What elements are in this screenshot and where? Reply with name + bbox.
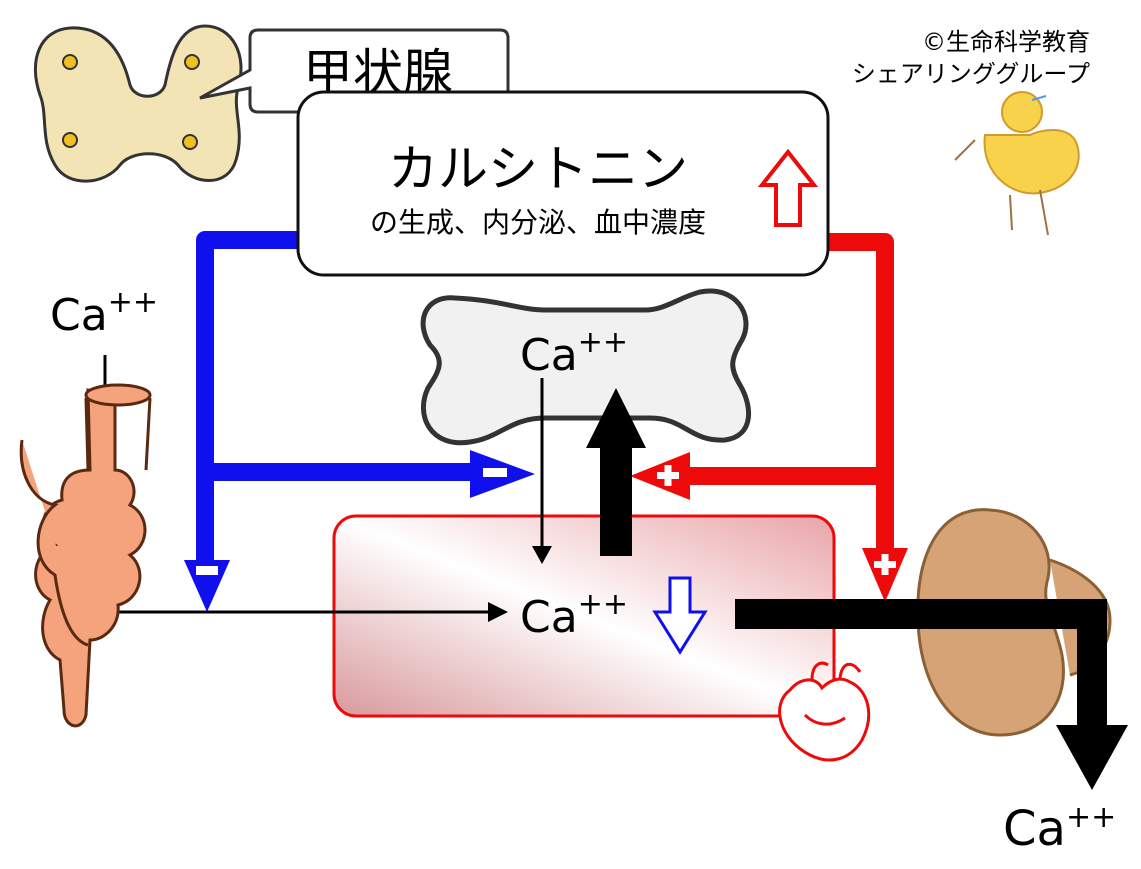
ion-charge: ++ — [108, 285, 158, 320]
urine-ion: Ca++ — [1003, 800, 1116, 857]
bone-illustration: Ca++ — [420, 288, 752, 446]
release-arrow-bone — [586, 388, 646, 556]
urine-ion-label: Ca — [1003, 801, 1066, 857]
copyright-line-2: シェアリンググループ — [852, 60, 1090, 88]
decrease-arrow-icon — [652, 576, 708, 655]
copyright-line-1: ©生命科学教育 — [922, 28, 1090, 56]
inhibit-arrow-intestine — [184, 560, 230, 612]
thyroid-illustration — [34, 24, 243, 183]
heart-illustration — [778, 661, 871, 762]
hormone-name: カルシトニン — [388, 140, 688, 198]
bone-ion: Ca++ — [520, 325, 628, 381]
intestine-illustration — [19, 383, 152, 728]
chick-illustration — [954, 91, 1080, 236]
ion-charge: ++ — [1066, 800, 1116, 835]
increase-arrow-icon — [757, 148, 819, 227]
hormone-description: の生成、内分泌、血中濃度 — [370, 206, 706, 239]
blood-ion: Ca++ — [520, 587, 628, 643]
ion-charge: ++ — [578, 587, 628, 622]
inhibition-pathways — [184, 231, 535, 612]
blood-ion-label: Ca — [520, 592, 578, 643]
ion-charge: ++ — [578, 325, 628, 360]
bone-ion-label: Ca — [520, 330, 578, 381]
intestine-ion-label: Ca — [50, 290, 108, 341]
calcitonin-box: カルシトニン の生成、内分泌、血中濃度 — [296, 90, 830, 277]
promotion-pathways — [630, 233, 908, 602]
excretion-arrow — [735, 599, 1128, 790]
intestine-ion: Ca++ — [50, 285, 158, 341]
